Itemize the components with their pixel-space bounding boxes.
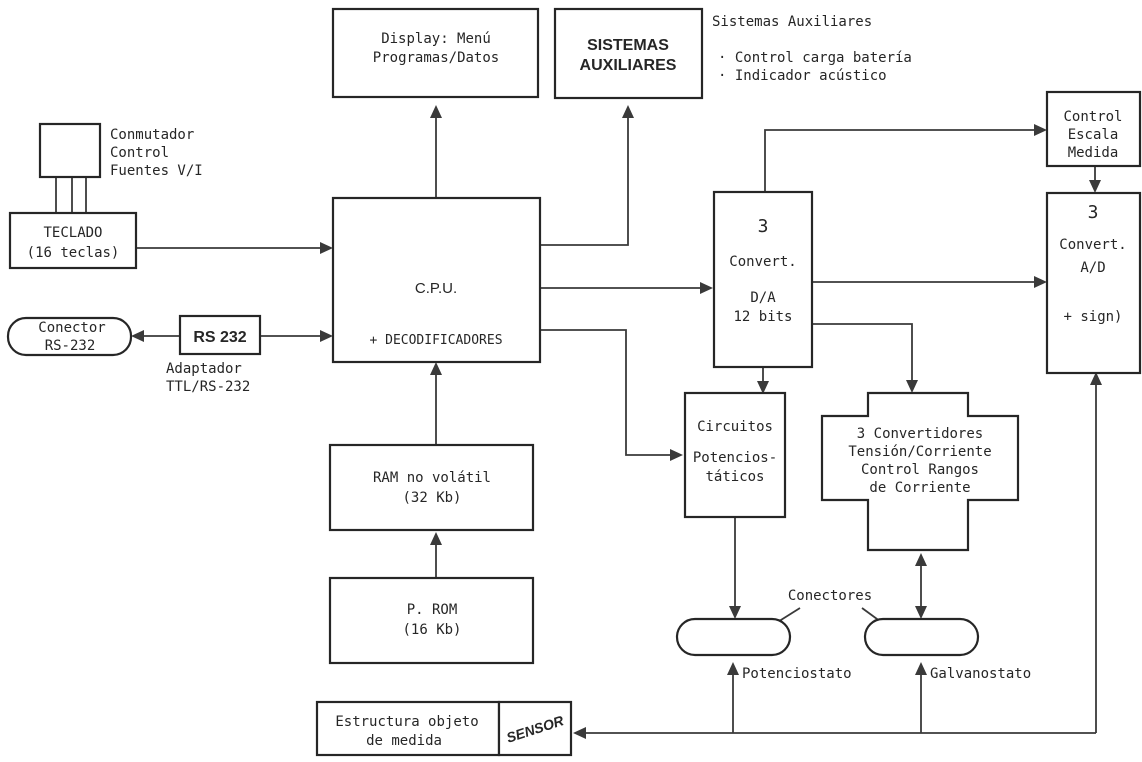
wire-cpu-sistemas [540, 112, 629, 246]
arrowhead [670, 449, 683, 461]
escala-line1: Control [1063, 109, 1122, 125]
sistemas-auxiliares-block: SISTEMAS AUXILIARES [553, 7, 704, 100]
estructura-block: Estructura objeto de medida [315, 700, 501, 757]
arrowhead [1089, 180, 1101, 193]
control-escala-block: Control Escala Medida [1045, 90, 1142, 168]
estructura-line2: de medida [366, 733, 442, 749]
cpu-line1: C.P.U. [415, 280, 457, 297]
arrowhead [727, 662, 739, 675]
sensor-block: SENSOR [497, 700, 573, 757]
prom-line2: (16 Kb) [402, 622, 461, 638]
conmutador-line2: Control [110, 145, 169, 161]
sistemas-line2: AUXILIARES [580, 57, 677, 74]
ram-line2: (32 Kb) [402, 490, 461, 506]
wire-cpu-circuitos [540, 329, 676, 456]
adaptador-line2: TTL/RS-232 [166, 379, 250, 395]
ad-line3: A/D [1080, 260, 1105, 276]
ram-block: RAM no volátil (32 Kb) [328, 443, 535, 532]
convertidores-line2: Tensión/Corriente [848, 444, 991, 460]
display-line2: Programas/Datos [373, 50, 499, 66]
teclado-line2: (16 teclas) [27, 245, 120, 261]
rs232-label: RS 232 [193, 329, 246, 346]
conmutador-line1: Conmutador [110, 127, 194, 143]
arrowhead [622, 105, 634, 118]
da-line1: 3 [758, 216, 769, 237]
galvanostato-label: Galvanostato [930, 666, 1031, 682]
aux-note-item1: · Control carga batería [718, 50, 912, 66]
rs232-block: RS 232 Adaptador TTL/RS-232 [166, 314, 262, 395]
cpu-line2: + DECODIFICADORES [369, 333, 502, 348]
conector-rs-line2: RS-232 [45, 338, 96, 354]
arrowhead [430, 105, 442, 118]
arrowhead [573, 727, 586, 739]
potenciostato-connector: Potenciostato [675, 617, 852, 682]
arrowhead [915, 662, 927, 675]
escala-line3: Medida [1068, 145, 1119, 161]
da-line3: D/A [750, 290, 776, 306]
estructura-line1: Estructura objeto [335, 714, 478, 730]
escala-line2: Escala [1068, 127, 1119, 143]
aux-note-item2: · Indicador acústico [718, 68, 887, 84]
convertidores-line3: Control Rangos [861, 462, 979, 478]
display-line1: Display: Menú [381, 31, 491, 47]
galvanostato-connector: Galvanostato [863, 617, 1031, 682]
arrowhead [906, 380, 918, 393]
arrowhead [320, 330, 333, 342]
conectores-label: Conectores [788, 588, 872, 604]
sistemas-line1: SISTEMAS [587, 37, 669, 54]
conector-rs232: Conector RS-232 [6, 316, 133, 357]
arrowhead [1034, 276, 1047, 288]
prom-line1: P. ROM [407, 602, 458, 618]
arrowhead [915, 606, 927, 619]
convertidores-line1: 3 Convertidores [857, 426, 983, 442]
conector-rs-line1: Conector [38, 320, 105, 336]
da-line4: 12 bits [733, 309, 792, 325]
arrowhead [1090, 372, 1102, 385]
arrowhead [757, 381, 769, 394]
potenciostato-label: Potenciostato [742, 666, 852, 682]
ad-converter-block: 3 Convert. A/D + sign) [1045, 191, 1142, 375]
circuitos-block: Circuitos Potencios- táticos [683, 391, 787, 519]
ad-line4: + sign) [1063, 309, 1122, 325]
teclado-block: TECLADO (16 teclas) [8, 211, 138, 270]
wire-da-convertidores [812, 323, 913, 385]
circuitos-line3: táticos [705, 469, 764, 485]
circuitos-line1: Circuitos [697, 419, 773, 435]
arrowhead [320, 242, 333, 254]
arrowhead [1034, 124, 1047, 136]
da-line2: Convert. [729, 254, 796, 270]
conmutador-switch: Conmutador Control Fuentes V/I [38, 122, 203, 179]
arrowhead [131, 330, 144, 342]
adaptador-line1: Adaptador [166, 361, 242, 377]
ram-line1: RAM no volátil [373, 470, 491, 486]
circuitos-line2: Potencios- [693, 450, 777, 466]
ad-line2: Convert. [1059, 237, 1126, 253]
convertidores-block: 3 Convertidores Tensión/Corriente Contro… [820, 391, 1020, 552]
prom-block: P. ROM (16 Kb) [328, 576, 535, 665]
ad-line1: 3 [1088, 202, 1099, 223]
arrowhead [430, 362, 442, 375]
cpu-block: C.P.U. + DECODIFICADORES [331, 196, 542, 364]
teclado-line1: TECLADO [43, 225, 102, 241]
arrowhead [700, 282, 713, 294]
aux-note-title: Sistemas Auxiliares [712, 14, 872, 30]
conmutador-line3: Fuentes V/I [110, 163, 203, 179]
display-block: Display: Menú Programas/Datos [331, 7, 540, 99]
da-converter-block: 3 Convert. D/A 12 bits [712, 190, 814, 369]
wire-da-escala [764, 129, 1040, 192]
convertidores-line4: de Corriente [869, 480, 970, 496]
arrowhead [915, 553, 927, 566]
arrowhead [430, 532, 442, 545]
auxiliares-note: Sistemas Auxiliares · Control carga bate… [712, 14, 912, 84]
arrowhead [729, 606, 741, 619]
